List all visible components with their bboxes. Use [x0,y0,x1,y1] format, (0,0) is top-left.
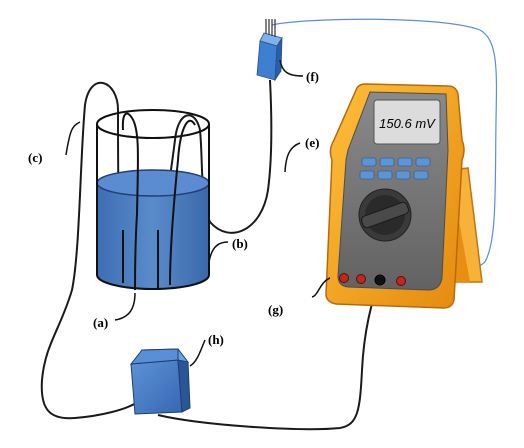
solution-surface [96,169,210,197]
wire-c [40,82,139,420]
label-a: (a) [93,315,108,330]
label-f: (f) [306,69,319,84]
label-e: (e) [305,135,319,150]
meter-reading: 150.6 mV [379,116,436,131]
multimeter: 150.6 mV [325,83,483,309]
meter-buttons [359,157,431,180]
label-g: (g) [268,302,283,317]
beaker [96,109,210,291]
label-c: (c) [28,150,42,165]
label-h: (h) [208,332,224,347]
sensor-f [256,19,283,82]
label-leaders [65,59,331,367]
solution [97,183,209,289]
rotary-dial [358,188,412,242]
meter-jacks [339,273,406,286]
lcd-display [373,99,441,145]
label-b: (b) [232,236,248,251]
box-h [129,348,191,415]
wire-h-to-meter [157,282,380,431]
